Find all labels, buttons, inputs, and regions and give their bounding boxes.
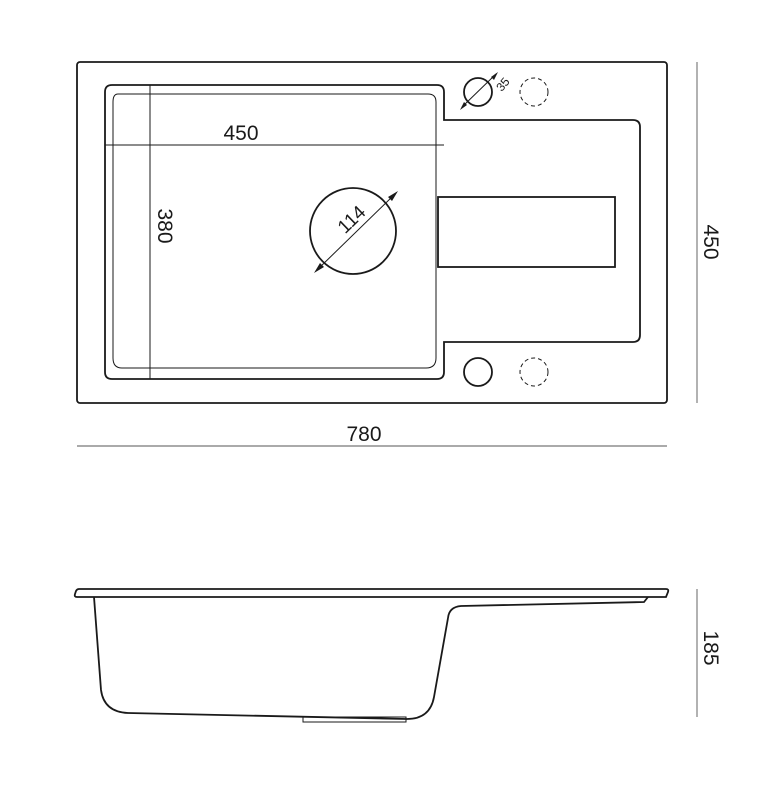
tap-hole-diameter-line (461, 73, 497, 108)
drain-diameter-label: 114 (334, 202, 371, 238)
sink-rim-profile (73, 588, 670, 598)
bowl-profile (93, 596, 449, 720)
optional-tap-hole (519, 77, 549, 107)
optional-hole-bottom (519, 357, 549, 387)
bowl-inner-edge (112, 93, 437, 369)
tap-arrow-start (460, 102, 467, 110)
overall-depth-label: 450 (699, 224, 722, 259)
drain-outlet (302, 716, 407, 723)
drain-arrow-start (314, 263, 324, 273)
tap-hole-diameter-label: 35 (493, 75, 513, 94)
overall-depth-dimension: 450 (696, 62, 722, 403)
bowl-drainer-outline (104, 84, 641, 380)
drainer-rib (437, 196, 616, 268)
overflow-hole (463, 357, 493, 387)
sink-height-label: 185 (699, 630, 722, 665)
height-dimension: 185 (696, 589, 722, 717)
overall-width-label: 780 (346, 423, 381, 446)
sink-outline (76, 61, 668, 404)
drain-diameter-line (316, 193, 396, 271)
tap-hole (463, 77, 493, 107)
tap-arrow-end (491, 72, 498, 80)
bowl-depth-label: 380 (153, 208, 176, 243)
top-view: 450 380 114 35 (76, 61, 668, 404)
side-view (73, 588, 670, 723)
drain-hole (309, 187, 397, 275)
bowl-width-label: 450 (223, 122, 258, 145)
drain-arrow-end (388, 191, 398, 201)
drainer-profile (447, 596, 649, 619)
overall-width-dimension: 780 (77, 423, 667, 447)
